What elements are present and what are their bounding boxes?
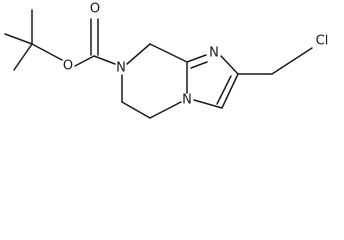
bond-c2-to-c3-b [216,75,232,105]
atom-label-ester-oxygen: O [63,59,73,74]
bond-c8a-to-n1-b [190,61,208,69]
bond-carbonyl-to-nitrogen [93,55,116,65]
atom-label-imidazole-nitrogen: N [209,46,219,61]
bond-n7-to-c8 [126,43,151,65]
bond-oxygen-to-carbonyl [74,55,95,67]
bonds [4,9,313,119]
atom-label-ring-nitrogen-7: N [116,61,126,76]
bond-c8-to-c8a [149,43,188,63]
bond-n1-to-c2 [220,55,239,75]
bond-ch2-to-cl [271,47,313,75]
atom-label-carbonyl-oxygen: O [90,2,100,17]
atom-labels: O O N N N Cl [63,2,328,108]
bond-c2-to-c3-a [221,73,239,109]
bond-tbu-to-oxygen [31,43,63,61]
bond-c8a-to-n1-a [186,54,207,63]
chemical-structure-diagram: O O N N N Cl [4,2,328,119]
bond-tbu-methyl-left [4,33,33,45]
bond-tbu-methyl-bottom [13,43,33,71]
atom-label-chlorine: Cl [316,34,329,49]
atom-label-bridgehead-nitrogen: N [182,93,192,108]
bond-c3-to-n4 [193,99,223,109]
bond-n4-to-c5 [149,101,182,119]
bond-c5-to-c6 [121,101,151,119]
